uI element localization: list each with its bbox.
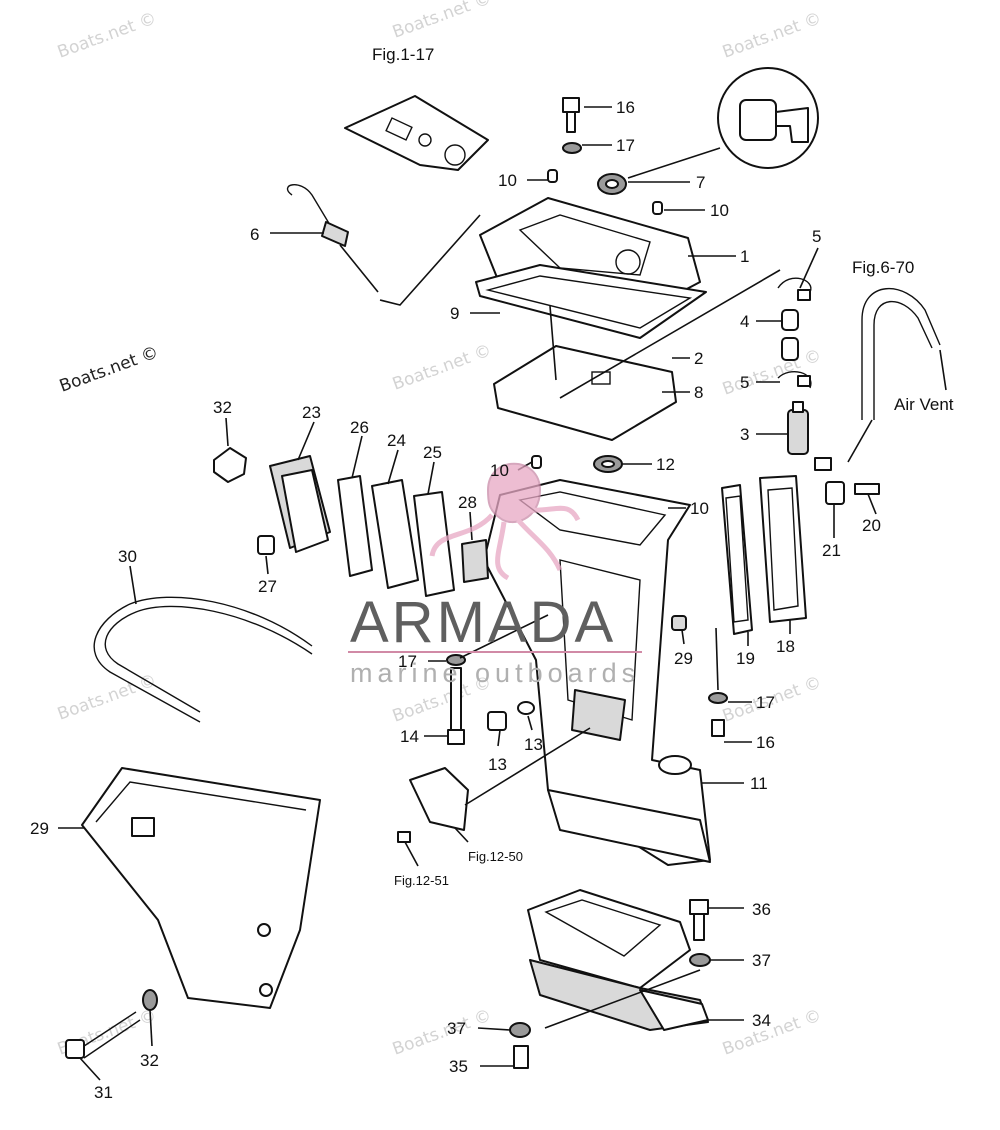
callout-17: 17 xyxy=(616,136,635,155)
callout-17: 17 xyxy=(756,693,775,712)
callout-14: 13 xyxy=(524,735,543,754)
cover-stack xyxy=(213,447,489,597)
lower-fasteners xyxy=(446,614,728,745)
callout-leaders xyxy=(58,106,947,1081)
callout-37: 37 xyxy=(447,1019,466,1038)
upper-casing xyxy=(475,197,707,339)
top-gasket xyxy=(344,95,489,171)
callout-4: 4 xyxy=(740,312,749,331)
watermark-text: Boats.net © xyxy=(390,340,494,394)
air-vent-label: Air Vent xyxy=(894,395,954,414)
callout-16: 16 xyxy=(616,98,635,117)
callout-18: 18 xyxy=(776,637,795,656)
callout-16: 16 xyxy=(756,733,775,752)
fig-ref-top-gasket: Fig.1-17 xyxy=(372,45,434,64)
callout-35: 35 xyxy=(449,1057,468,1076)
callout-10: 10 xyxy=(710,201,729,220)
callout-32: 32 xyxy=(140,1051,159,1070)
bearing-and-pins xyxy=(531,169,669,517)
callout-27: 28 xyxy=(458,493,477,512)
lower-gasket xyxy=(493,269,781,441)
lower-pan xyxy=(509,889,711,1069)
callout-13: 13 xyxy=(488,755,507,774)
callout-15: 14 xyxy=(400,727,419,746)
fig-ref-plate: Fig.12-50 xyxy=(468,849,523,864)
callout-10: 10 xyxy=(490,461,509,480)
detail-magnifier xyxy=(627,67,819,179)
callout-20: 20 xyxy=(862,516,881,535)
callout-23: 24 xyxy=(387,431,406,450)
filter-assembly xyxy=(777,277,812,455)
callout-5: 5 xyxy=(740,373,749,392)
callout-36: 36 xyxy=(752,900,771,919)
watermark-text: Boats.net © xyxy=(390,0,494,43)
callout-numbers: 16 17 10 7 10 6 1 5 9 4 2 5 8 3 32 23 26… xyxy=(30,98,881,1102)
brand-name: ARMADA xyxy=(350,590,616,655)
callout-34: 34 xyxy=(752,1011,771,1030)
air-vent-hose xyxy=(847,287,941,463)
watermark-text-dark: Boats.net © xyxy=(57,342,161,396)
brand-tagline: marine outboards xyxy=(350,658,640,688)
watermark-text: Boats.net © xyxy=(720,1005,824,1059)
figure-references: Fig.1-17 Fig.6-70 Air Vent Fig.12-50 Fig… xyxy=(372,45,954,888)
callout-19: 19 xyxy=(736,649,755,668)
top-bolt-washer xyxy=(562,97,582,154)
seal xyxy=(593,455,623,473)
callout-26: 27 xyxy=(258,577,277,596)
callout-11: 11 xyxy=(750,774,768,793)
callout-6: 6 xyxy=(250,225,259,244)
callout-21: 21 xyxy=(822,541,841,560)
callout-2: 2 xyxy=(694,349,703,368)
callout-37: 37 xyxy=(752,951,771,970)
watermark-text: Boats.net © xyxy=(55,8,159,62)
bottom-cowling xyxy=(81,767,321,1009)
drive-shaft-housing xyxy=(483,479,711,866)
callout-24: 25 xyxy=(423,443,442,462)
side-plates xyxy=(721,457,880,635)
water-plate xyxy=(397,727,591,843)
watermark-text: Boats.net © xyxy=(720,8,824,62)
watermark-text: Boats.net © xyxy=(720,345,824,399)
callout-30: 30 xyxy=(118,547,137,566)
octopus-logo-icon xyxy=(429,462,581,581)
callout-31: 31 xyxy=(94,1083,113,1102)
seal-strip xyxy=(93,596,313,723)
brand-logo: ARMADA marine outboards xyxy=(348,462,642,688)
callout-12: 12 xyxy=(656,455,675,474)
callout-25: 26 xyxy=(350,418,369,437)
callout-8: 8 xyxy=(694,383,703,402)
callout-1: 1 xyxy=(740,247,749,266)
callout-29: 29 xyxy=(30,819,49,838)
callout-9: 9 xyxy=(450,304,459,323)
callout-7: 7 xyxy=(696,173,705,192)
callout-28: 29 xyxy=(674,649,693,668)
callout-17: 17 xyxy=(398,652,417,671)
callout-10: 10 xyxy=(690,499,709,518)
fig-ref-bolt: Fig.12-51 xyxy=(394,873,449,888)
callout-10: 10 xyxy=(498,171,517,190)
callout-3: 3 xyxy=(740,425,749,444)
watermark-text: Boats.net © xyxy=(390,1005,494,1059)
callout-33: 32 xyxy=(213,398,232,417)
callout-22: 23 xyxy=(302,403,321,422)
callout-5: 5 xyxy=(812,227,821,246)
cowling-bolt xyxy=(65,989,158,1059)
fig-ref-air-vent-hose: Fig.6-70 xyxy=(852,258,914,277)
dipstick xyxy=(286,184,481,306)
